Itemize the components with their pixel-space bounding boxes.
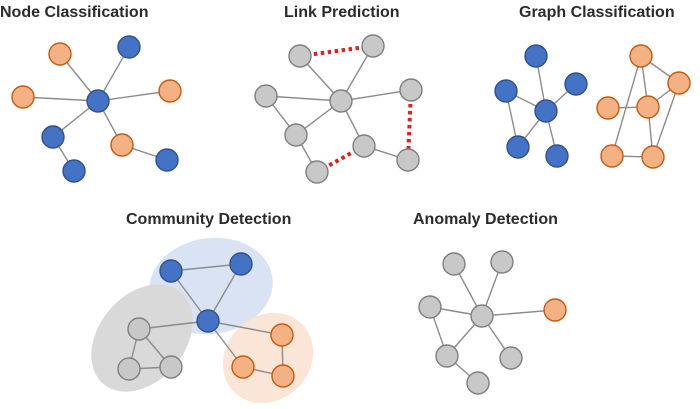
node — [361, 34, 385, 58]
edge — [207, 320, 283, 336]
graph-classification-orange — [596, 44, 691, 169]
graph-classification-blue — [494, 44, 588, 168]
node — [117, 35, 141, 59]
node — [231, 355, 255, 379]
node — [288, 44, 312, 68]
edge — [22, 96, 99, 102]
node — [284, 123, 308, 147]
node-classification-graph — [11, 35, 182, 183]
node — [158, 79, 182, 103]
anomaly-node — [543, 298, 567, 322]
node — [596, 96, 620, 120]
edge — [611, 55, 642, 157]
node — [270, 323, 294, 347]
node — [329, 89, 353, 113]
edge — [340, 89, 412, 102]
node — [506, 135, 530, 159]
node — [636, 95, 660, 119]
node — [494, 79, 518, 103]
node — [159, 259, 183, 283]
node — [271, 364, 295, 388]
node — [534, 99, 558, 123]
node — [110, 133, 134, 157]
node — [418, 295, 442, 319]
graph-classification-title: Graph Classification — [519, 4, 675, 21]
node — [41, 125, 65, 149]
node — [159, 355, 183, 379]
node — [305, 160, 329, 184]
node — [11, 85, 35, 109]
node — [499, 346, 523, 370]
edge — [97, 90, 171, 102]
node — [629, 44, 653, 68]
node — [442, 252, 466, 276]
community-detection-graph — [117, 252, 295, 388]
node — [641, 145, 665, 169]
node — [127, 317, 151, 341]
anomaly-detection-title: Anomaly Detection — [413, 211, 558, 228]
node — [435, 344, 459, 368]
edge — [265, 95, 342, 102]
edge — [481, 309, 556, 317]
node — [229, 252, 253, 276]
edge — [170, 263, 242, 272]
node — [564, 72, 588, 96]
node — [254, 84, 278, 108]
node — [48, 42, 72, 66]
node — [62, 159, 86, 183]
node-classification-title: Node Classification — [0, 4, 148, 21]
node — [155, 148, 179, 172]
anomaly-detection-graph — [418, 250, 567, 395]
link-prediction-title: Link Prediction — [284, 4, 400, 21]
node — [86, 89, 110, 113]
predicted-link — [299, 44, 374, 58]
node — [196, 309, 220, 333]
node — [466, 371, 490, 395]
node — [545, 144, 569, 168]
node — [490, 250, 514, 274]
node — [524, 44, 548, 68]
node — [117, 357, 141, 381]
node — [470, 304, 494, 328]
node — [667, 71, 691, 95]
community-detection-title: Community Detection — [126, 211, 291, 228]
node — [600, 144, 624, 168]
node — [352, 134, 376, 158]
node — [399, 78, 423, 102]
node — [396, 148, 420, 172]
edge — [652, 82, 680, 158]
link-prediction-graph — [254, 34, 423, 184]
